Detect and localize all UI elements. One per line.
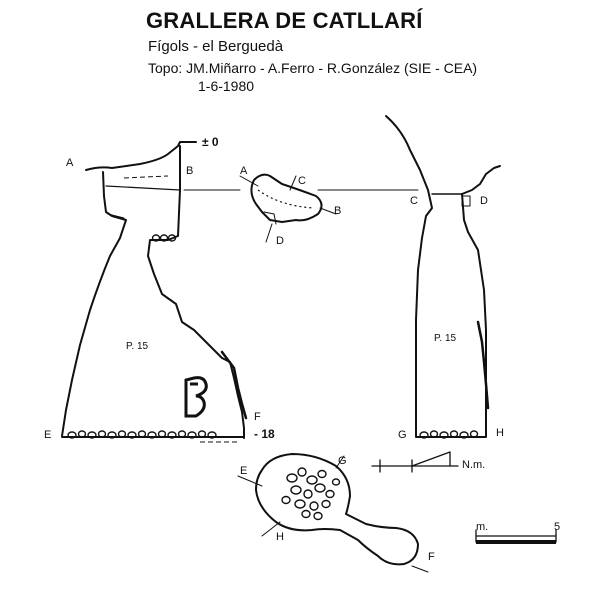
label-a-section: A bbox=[66, 157, 74, 169]
left-surface-line bbox=[85, 141, 197, 171]
boulders bbox=[67, 234, 479, 521]
depth-label-right: P. 15 bbox=[434, 333, 457, 344]
left-section-west-wall bbox=[61, 171, 127, 437]
north-arrow bbox=[371, 451, 459, 473]
right-section-east-wall bbox=[461, 193, 487, 437]
label-e-section: E bbox=[44, 429, 52, 441]
floor-dash-marks bbox=[123, 175, 240, 443]
label-c-plan: C bbox=[298, 175, 306, 187]
lower-plan-outline bbox=[255, 453, 419, 566]
label-a-plan: A bbox=[240, 165, 248, 177]
lower-plan bbox=[237, 453, 429, 573]
label-d-plan: D bbox=[276, 235, 284, 247]
label-f-section: F bbox=[254, 411, 261, 423]
survey-location: Fígols - el Berguedà bbox=[148, 38, 284, 55]
label-d-section: D bbox=[480, 195, 488, 207]
survey-title: GRALLERA DE CATLLARÍ bbox=[146, 8, 423, 33]
label-b-plan: B bbox=[334, 205, 342, 217]
north-arrow-label: N.m. bbox=[462, 459, 486, 471]
label-b-section: B bbox=[186, 165, 194, 177]
survey-date: 1-6-1980 bbox=[198, 78, 255, 94]
left-section bbox=[61, 141, 245, 439]
label-h-section: H bbox=[496, 427, 504, 439]
depth-label-left: P. 15 bbox=[126, 341, 149, 352]
right-section bbox=[385, 115, 501, 438]
survey-authors: Topo: JM.Miñarro - A.Ferro - R.González … bbox=[148, 60, 478, 76]
scale-bar bbox=[475, 529, 557, 544]
label-h-plan: H bbox=[276, 531, 284, 543]
rock-graffiti-symbol bbox=[184, 376, 208, 418]
label-c-section: C bbox=[410, 195, 418, 207]
scale-max-label: 5 bbox=[554, 521, 561, 533]
level-bottom-label: - 18 bbox=[254, 427, 275, 441]
label-g-section: G bbox=[398, 429, 407, 441]
upper-plan bbox=[239, 173, 337, 243]
scale-unit-label: m. bbox=[476, 521, 489, 533]
right-section-west-wall bbox=[385, 115, 433, 437]
label-e-plan: E bbox=[240, 465, 248, 477]
label-f-plan: F bbox=[428, 551, 435, 563]
label-g-plan: G bbox=[338, 455, 347, 467]
right-section-rim bbox=[461, 165, 501, 195]
upper-plan-outline bbox=[250, 173, 323, 223]
left-section-east-wall bbox=[147, 145, 245, 439]
level-top-label: ± 0 bbox=[202, 135, 219, 149]
